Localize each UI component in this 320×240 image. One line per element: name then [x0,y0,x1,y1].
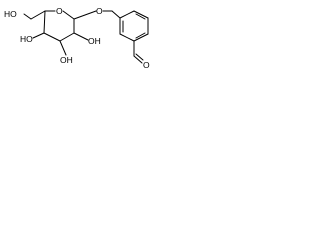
glycosidic-bond [73,10,113,20]
hydroxyl-c4-label: HO [20,34,33,44]
pyranose-ring [43,10,75,42]
hydroxyl-c3-label: OH [60,55,73,65]
hydroxymethyl-label: HO [4,9,17,19]
ring-hydroxyl-bonds [32,32,89,56]
hydroxyl-c2-label: OH [88,36,101,46]
aldehyde-group [133,40,144,64]
hydroxymethyl-group [23,10,46,20]
molecule-structure: HO O HO OH OH O [4,6,150,70]
benzene-ring [111,10,149,42]
ring-oxygen-label: O [56,6,63,16]
aldehyde-oxygen-label: O [143,60,150,70]
glycosidic-oxygen-label: O [96,6,103,16]
